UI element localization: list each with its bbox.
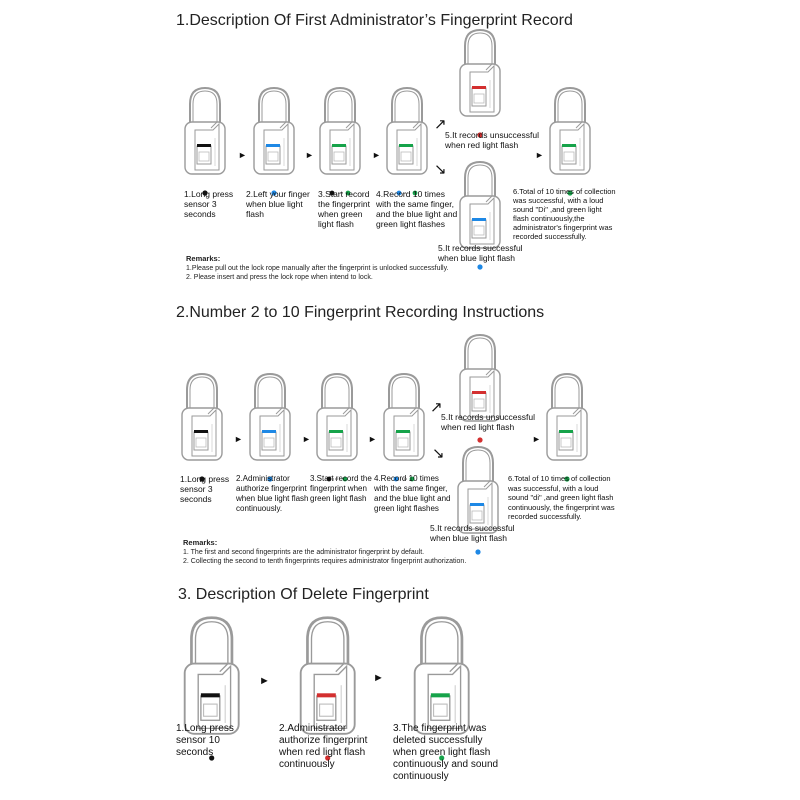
padlock-s2-4: [382, 372, 426, 484]
padlock-s1-5a: [458, 28, 502, 140]
led-indicator-icon: [393, 476, 415, 482]
led-indicator-icon: [326, 476, 348, 482]
padlock-s2-6: [545, 372, 589, 484]
led-indicator-icon: [199, 476, 205, 482]
padlock-s3-1: [182, 615, 241, 763]
remarks-title: Remarks:: [186, 254, 221, 263]
padlock-s2-5b: [456, 445, 500, 557]
led-indicator-icon: [271, 190, 277, 196]
arrow-right-icon: ►: [373, 672, 384, 684]
section-1-title: 1.Description Of First Administrator’s F…: [176, 12, 573, 29]
padlock-s2-1: [180, 372, 224, 484]
padlock-icon: [184, 86, 226, 175]
padlock-s1-6: [548, 86, 592, 198]
led-indicator-icon: [325, 755, 331, 761]
led-indicator-icon: [477, 132, 483, 138]
led-indicator-icon: [475, 549, 481, 555]
padlock-icon: [253, 86, 295, 175]
led-indicator-icon: [567, 190, 573, 196]
padlock-icon: [549, 86, 591, 175]
padlock-icon: [386, 86, 428, 175]
padlock-icon: [183, 616, 240, 735]
led-indicator-icon: [209, 755, 215, 761]
arrow-right-icon: ►: [532, 434, 541, 444]
padlock-icon: [459, 28, 501, 117]
section-2-title: 2.Number 2 to 10 Fingerprint Recording I…: [176, 304, 545, 321]
padlock-icon: [316, 372, 358, 461]
padlock-s1-4: [385, 86, 429, 198]
padlock-icon: [249, 372, 291, 461]
led-indicator-icon: [396, 190, 418, 196]
remarks-block: Remarks: 1.Please pull out the lock rope…: [186, 254, 486, 282]
padlock-s3-2: [298, 615, 357, 763]
padlock-s1-1: [183, 86, 227, 198]
led-indicator-icon: [477, 437, 483, 443]
led-indicator-icon: [564, 476, 570, 482]
arrow-up-right-icon: ↗: [434, 116, 447, 133]
remarks-block: Remarks: 1. The first and second fingerp…: [183, 538, 513, 566]
padlock-icon: [413, 616, 470, 735]
arrow-down-right-icon: ↘: [434, 161, 447, 178]
remark-line: 1.Please pull out the lock rope manually…: [186, 265, 449, 272]
padlock-s1-3: [318, 86, 362, 198]
padlock-icon: [459, 160, 501, 249]
padlock-icon: [299, 616, 356, 735]
led-indicator-icon: [477, 264, 483, 270]
arrow-right-icon: ►: [368, 434, 377, 444]
remarks-title: Remarks:: [183, 538, 218, 547]
padlock-icon: [319, 86, 361, 175]
arrow-right-icon: ►: [372, 150, 381, 160]
remark-line: 2. Collecting the second to tenth finger…: [183, 558, 467, 565]
remark-line: 1. The first and second fingerprints are…: [183, 549, 425, 556]
padlock-s2-2: [248, 372, 292, 484]
arrow-right-icon: ►: [259, 675, 270, 687]
padlock-icon: [546, 372, 588, 461]
arrow-up-right-icon: ↗: [430, 399, 443, 416]
led-indicator-icon: [267, 476, 273, 482]
arrow-right-icon: ►: [302, 434, 311, 444]
padlock-s2-5a: [458, 333, 502, 445]
section-3-title: 3. Description Of Delete Fingerprint: [178, 586, 429, 603]
led-indicator-icon: [329, 190, 351, 196]
padlock-s3-3: [412, 615, 471, 763]
remark-line: 2. Please insert and press the lock rope…: [186, 274, 373, 281]
arrow-right-icon: ►: [305, 150, 314, 160]
padlock-icon: [457, 445, 499, 534]
padlock-s1-2: [252, 86, 296, 198]
padlock-s1-5b: [458, 160, 502, 272]
arrow-right-icon: ►: [535, 150, 544, 160]
padlock-icon: [181, 372, 223, 461]
led-indicator-icon: [439, 755, 445, 761]
padlock-icon: [383, 372, 425, 461]
arrow-down-right-icon: ↘: [432, 445, 445, 462]
padlock-icon: [459, 333, 501, 422]
padlock-s2-3: [315, 372, 359, 484]
arrow-right-icon: ►: [238, 150, 247, 160]
led-indicator-icon: [202, 190, 208, 196]
arrow-right-icon: ►: [234, 434, 243, 444]
